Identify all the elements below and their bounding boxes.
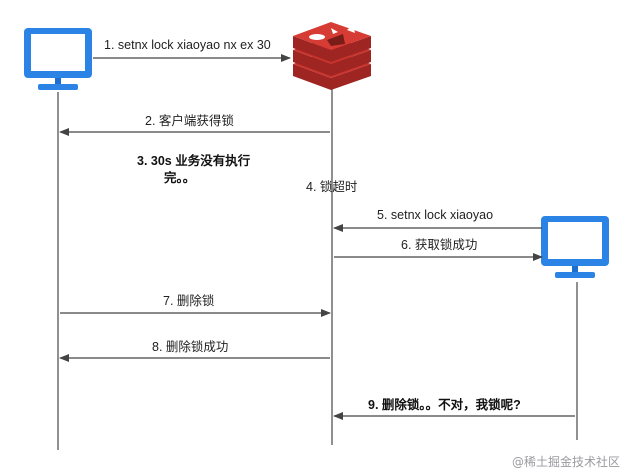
note-3-line1: 3. 30s 业务没有执行 <box>137 153 251 168</box>
watermark-text: @稀土掘金技术社区 <box>512 454 620 469</box>
message-5-label: 5. setnx lock xiaoyao <box>377 208 493 222</box>
message-6-label: 6. 获取锁成功 <box>401 237 477 252</box>
message-2-label: 2. 客户端获得锁 <box>145 113 234 128</box>
note-3-line2: 完。。 <box>164 170 195 185</box>
message-8-label: 8. 删除锁成功 <box>152 339 228 354</box>
message-1-label: 1. setnx lock xiaoyao nx ex 30 <box>104 38 271 52</box>
monitor-icon <box>541 216 609 278</box>
redis-logo-icon <box>293 22 371 90</box>
monitor-icon <box>24 28 92 90</box>
message-7-label: 7. 删除锁 <box>163 293 215 308</box>
message-9-label: 9. 删除锁。。不对，我锁呢? <box>368 397 521 412</box>
note-4-label: 4. 锁超时 <box>306 179 358 194</box>
